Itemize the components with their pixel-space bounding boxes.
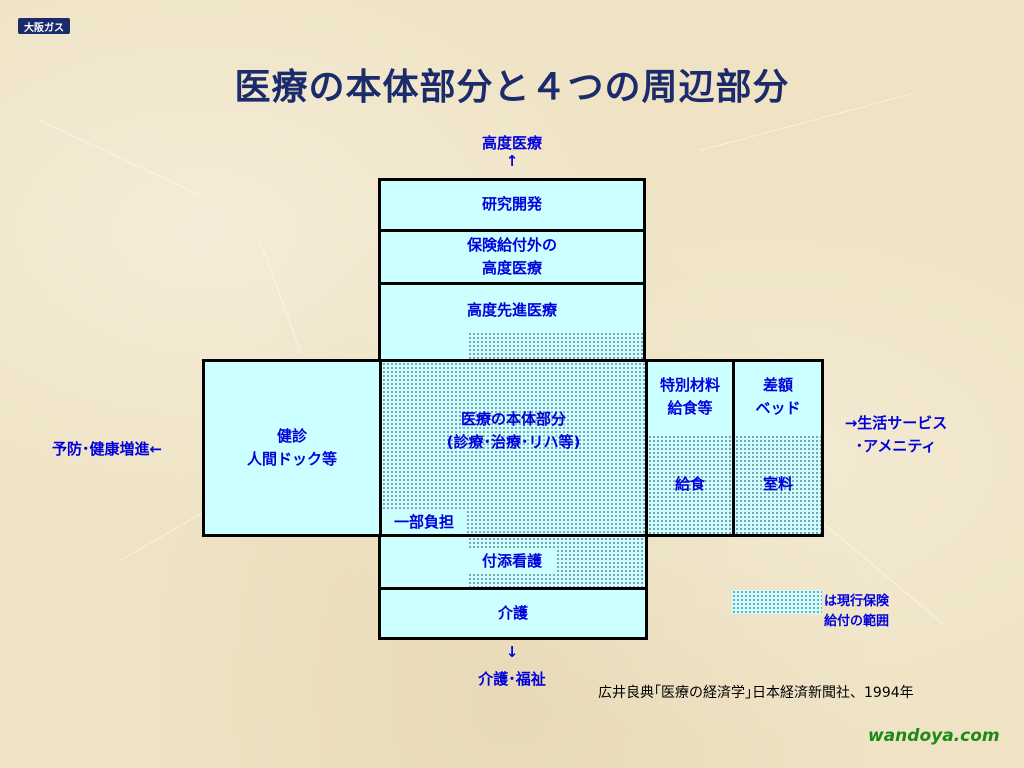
legend-text-1: は現行保険 (824, 594, 890, 609)
lifestyle-label-2: ･アメニティ (855, 437, 937, 456)
checkup-label-2: 人間ドック等 (246, 450, 337, 468)
room-label: 室料 (762, 475, 793, 493)
research-label: 研究開発 (481, 195, 542, 214)
copay-label: 一部負担 (393, 513, 454, 531)
special-material-label: 特別材料 給食等 (648, 374, 732, 421)
room-insured-area (735, 435, 821, 534)
insurance-excluded-box: 保険給付外の 高度医療 (378, 229, 646, 285)
bed-label-2: ベッド (755, 399, 801, 418)
research-box: 研究開発 (378, 178, 646, 232)
core-medical-label-1: 医療の本体部分 (460, 410, 566, 428)
source-credit: 広井良典｢医療の経済学｣日本経済新聞社、1994年 (598, 685, 914, 701)
down-arrow-icon: ↓ (505, 643, 519, 661)
bed-area (735, 362, 821, 435)
care-box: 介護 (378, 587, 648, 640)
osaka-gas-logo: 大阪ガス (18, 18, 70, 34)
special-material-area (648, 362, 732, 435)
nursing-label: 付添看護 (468, 550, 556, 574)
insurance-excluded-label-2: 高度医療 (481, 259, 542, 277)
bed-label: 差額 ベッド (735, 374, 821, 421)
copay-area (382, 510, 466, 534)
special-material-label-2: 給食等 (667, 399, 713, 418)
paper-fiber (259, 240, 302, 354)
prevention-label: 予防･健康増進← (52, 440, 163, 458)
care-label: 介護 (497, 603, 528, 622)
top-label: 高度医療 (481, 134, 542, 152)
paper-fiber (39, 120, 204, 198)
legend-swatch (732, 590, 822, 614)
checkup-box: 健診 人間ドック等 (202, 359, 382, 537)
legend-text: は現行保険 給付の範囲 (824, 592, 889, 632)
core-medical-label-2: (診療･治療･リハ等) (446, 433, 581, 452)
meal-insured-area (648, 435, 732, 534)
bottom-label: 介護･福祉 (478, 670, 546, 688)
advanced-medical-label: 高度先進医療 (466, 301, 557, 319)
slide-title: 医療の本体部分と４つの周辺部分 (234, 67, 790, 108)
lifestyle-label: →生活サービス ･アメニティ (826, 412, 966, 459)
meal-label: 給食 (674, 475, 705, 493)
core-insured-area (382, 362, 645, 534)
insurance-excluded-label-1: 保険給付外の (466, 235, 557, 254)
advanced-insured-area (468, 332, 643, 359)
core-medical-label: 医療の本体部分 (診療･治療･リハ等) (382, 408, 645, 455)
lifestyle-label-1: →生活サービス (844, 414, 948, 432)
legend-text-2: 給付の範囲 (824, 614, 890, 630)
bed-box (732, 359, 824, 537)
special-material-label-1: 特別材料 (659, 376, 720, 394)
watermark-link[interactable]: wandoya.com (868, 726, 1000, 746)
bed-label-1: 差額 (762, 376, 793, 394)
up-arrow-icon: ↑ (505, 152, 519, 170)
checkup-label-1: 健診 (276, 426, 307, 445)
